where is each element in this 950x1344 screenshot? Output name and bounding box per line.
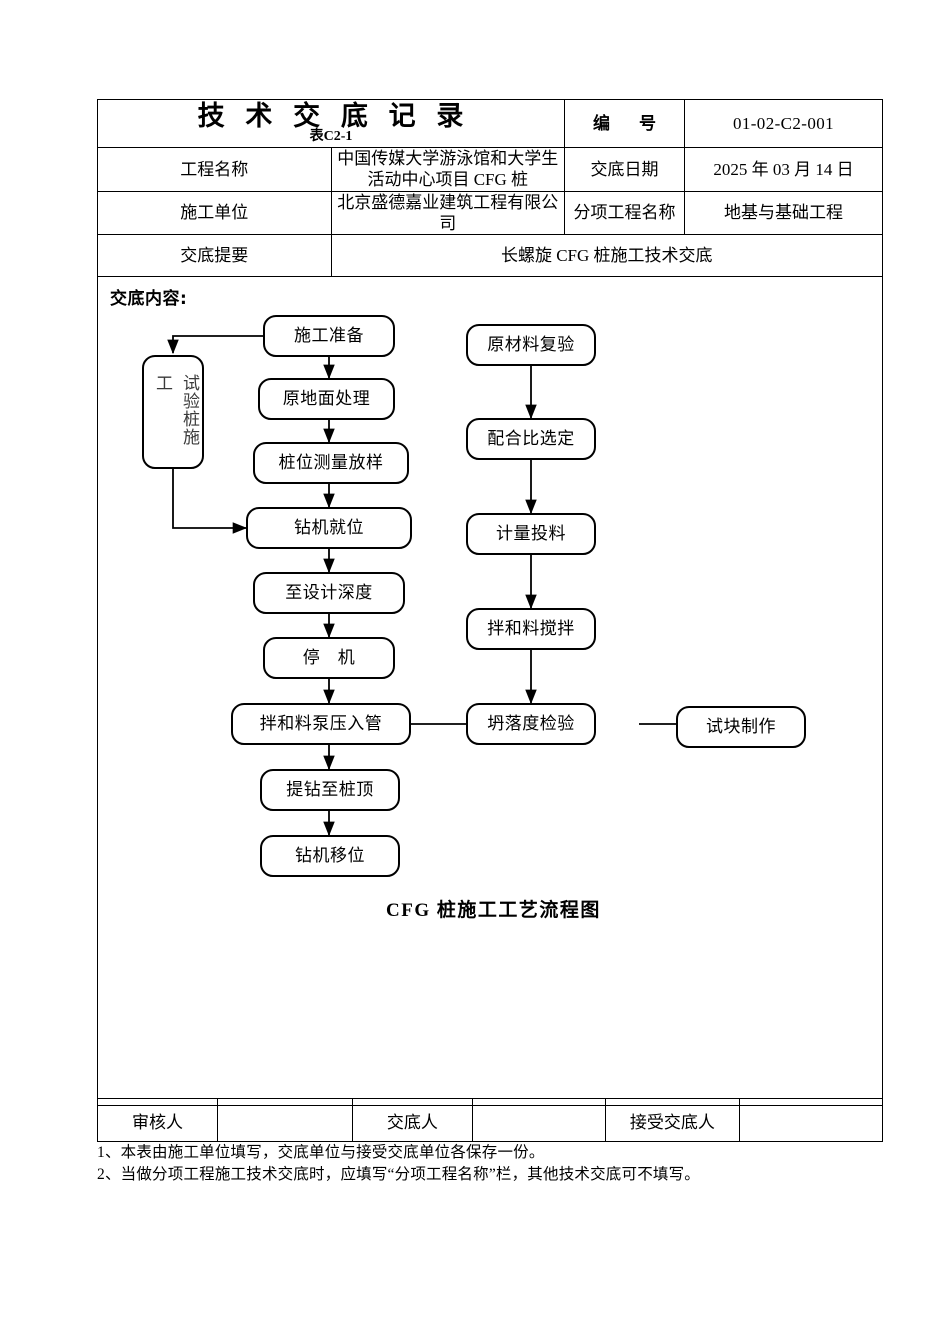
project-name-value: 中国传媒大学游泳馆和大学生活动中心项目 CFG 桩 xyxy=(330,147,565,192)
content-label: 交底内容: xyxy=(110,289,188,309)
flow-label: 原地面处理 xyxy=(282,389,371,409)
reviewer-value[interactable] xyxy=(216,1098,353,1142)
cfg-pile-flowchart: 工 试验桩施 施工准备 原地面处理 桩位测量放样 钻机就位 xyxy=(98,277,882,1105)
number-value-cell: 01-02-C2-001 xyxy=(684,99,883,148)
number-label-cell: 编 号 xyxy=(564,99,685,148)
flow-label: 钻机就位 xyxy=(294,518,364,538)
summary-label: 交底提要 xyxy=(97,234,332,277)
flow-box-slump-test: 坍落度检验 xyxy=(466,703,596,745)
document-title-cell: 技 术 交 底 记 录 表C2-1 xyxy=(97,99,565,148)
flow-label: 停 机 xyxy=(302,648,356,668)
flow-label: 原材料复验 xyxy=(487,335,575,355)
flow-label: 桩位测量放样 xyxy=(278,453,384,473)
flow-box-pile-position-survey: 桩位测量放样 xyxy=(253,442,409,484)
technical-disclosure-table: 技 术 交 底 记 录 表C2-1 编 号 01-02-C2-001 工程名称 … xyxy=(97,99,883,1106)
signature-table: 审核人 交底人 接受交底人 xyxy=(97,1098,884,1142)
test-pile-construction-box: 工 试验桩施 xyxy=(142,355,204,469)
flow-box-raw-material-retest: 原材料复验 xyxy=(466,324,596,366)
flow-box-lift-drill-to-pile-top: 提钻至桩顶 xyxy=(260,769,400,811)
flow-label: 拌和料搅拌 xyxy=(487,619,575,639)
presenter-label: 交底人 xyxy=(351,1098,473,1142)
flow-box-drill-in-position: 钻机就位 xyxy=(246,507,412,549)
flow-box-measured-feeding: 计量投料 xyxy=(466,513,596,555)
flowchart-connectors xyxy=(167,335,725,837)
title-row: 技 术 交 底 记 录 表C2-1 编 号 01-02-C2-001 xyxy=(97,99,883,148)
flow-box-to-design-depth: 至设计深度 xyxy=(253,572,405,614)
presenter-value[interactable] xyxy=(471,1098,606,1142)
note-line-1: 1、本表由施工单位填写，交底单位与接受交底单位各保存一份。 xyxy=(97,1144,545,1161)
flow-box-construction-preparation: 施工准备 xyxy=(263,315,395,357)
flow-label: 计量投料 xyxy=(496,524,566,544)
construction-unit-value: 北京盛德嘉业建筑工程有限公司 xyxy=(330,190,565,235)
sub-project-name-value: 地基与基础工程 xyxy=(684,190,883,235)
flow-box-stop-machine: 停 机 xyxy=(263,637,395,679)
project-name-row: 工程名称 中国传媒大学游泳馆和大学生活动中心项目 CFG 桩 交底日期 2025… xyxy=(97,147,883,192)
flow-box-ground-treatment: 原地面处理 xyxy=(258,378,395,420)
form-code: 表C2-1 xyxy=(309,129,353,145)
flow-label: 钻机移位 xyxy=(295,846,365,866)
content-row: 交底内容: xyxy=(97,276,883,1106)
flow-label: 施工准备 xyxy=(294,326,364,346)
test-pile-label-line1: 工 xyxy=(153,374,172,392)
summary-row: 交底提要 长螺旋 CFG 桩施工技术交底 xyxy=(97,234,883,277)
disclosure-date-value: 2025 年 03 月 14 日 xyxy=(684,147,883,192)
footer-notes: 1、本表由施工单位填写，交底单位与接受交底单位各保存一份。 2、当做分项工程施工… xyxy=(97,1142,897,1187)
reviewer-label: 审核人 xyxy=(97,1098,218,1142)
project-name-label: 工程名称 xyxy=(97,147,332,192)
page-title: 技 术 交 底 记 录 xyxy=(197,101,471,132)
flow-box-mixing: 拌和料搅拌 xyxy=(466,608,596,650)
summary-value: 长螺旋 CFG 桩施工技术交底 xyxy=(330,234,883,277)
flow-label: 试块制作 xyxy=(706,717,776,737)
note-line-2: 2、当做分项工程施工技术交底时，应填写“分项工程名称”栏，其他技术交底可不填写。 xyxy=(97,1166,701,1184)
flow-box-mix-pumped-into-pipe: 拌和料泵压入管 xyxy=(231,703,411,745)
flow-label: 提钻至桩顶 xyxy=(286,780,374,800)
flow-box-drill-relocate: 钻机移位 xyxy=(260,835,400,877)
number-label: 编 号 xyxy=(593,113,662,133)
construction-unit-row: 施工单位 北京盛德嘉业建筑工程有限公司 分项工程名称 地基与基础工程 xyxy=(97,190,883,235)
sub-project-name-label: 分项工程名称 xyxy=(564,190,685,235)
content-cell: 交底内容: xyxy=(97,276,883,1106)
flow-label: 配合比选定 xyxy=(487,429,575,449)
content-area: 交底内容: xyxy=(98,277,882,1105)
flow-box-mix-ratio-selection: 配合比选定 xyxy=(466,418,596,460)
document-number: 01-02-C2-001 xyxy=(732,113,835,133)
disclosure-date-label: 交底日期 xyxy=(564,147,685,192)
flowchart-caption: CFG 桩施工工艺流程图 xyxy=(386,900,601,921)
flow-label: 拌和料泵压入管 xyxy=(259,714,383,734)
signature-row: 审核人 交底人 接受交底人 xyxy=(97,1098,884,1142)
flow-label: 至设计深度 xyxy=(285,583,373,603)
receiver-value[interactable] xyxy=(738,1098,884,1142)
receiver-label: 接受交底人 xyxy=(604,1098,740,1142)
flow-label: 坍落度检验 xyxy=(487,714,575,734)
construction-unit-label: 施工单位 xyxy=(97,190,332,235)
flow-box-test-block-preparation: 试块制作 xyxy=(676,706,806,748)
test-pile-label-line2: 试验桩施 xyxy=(180,374,199,446)
